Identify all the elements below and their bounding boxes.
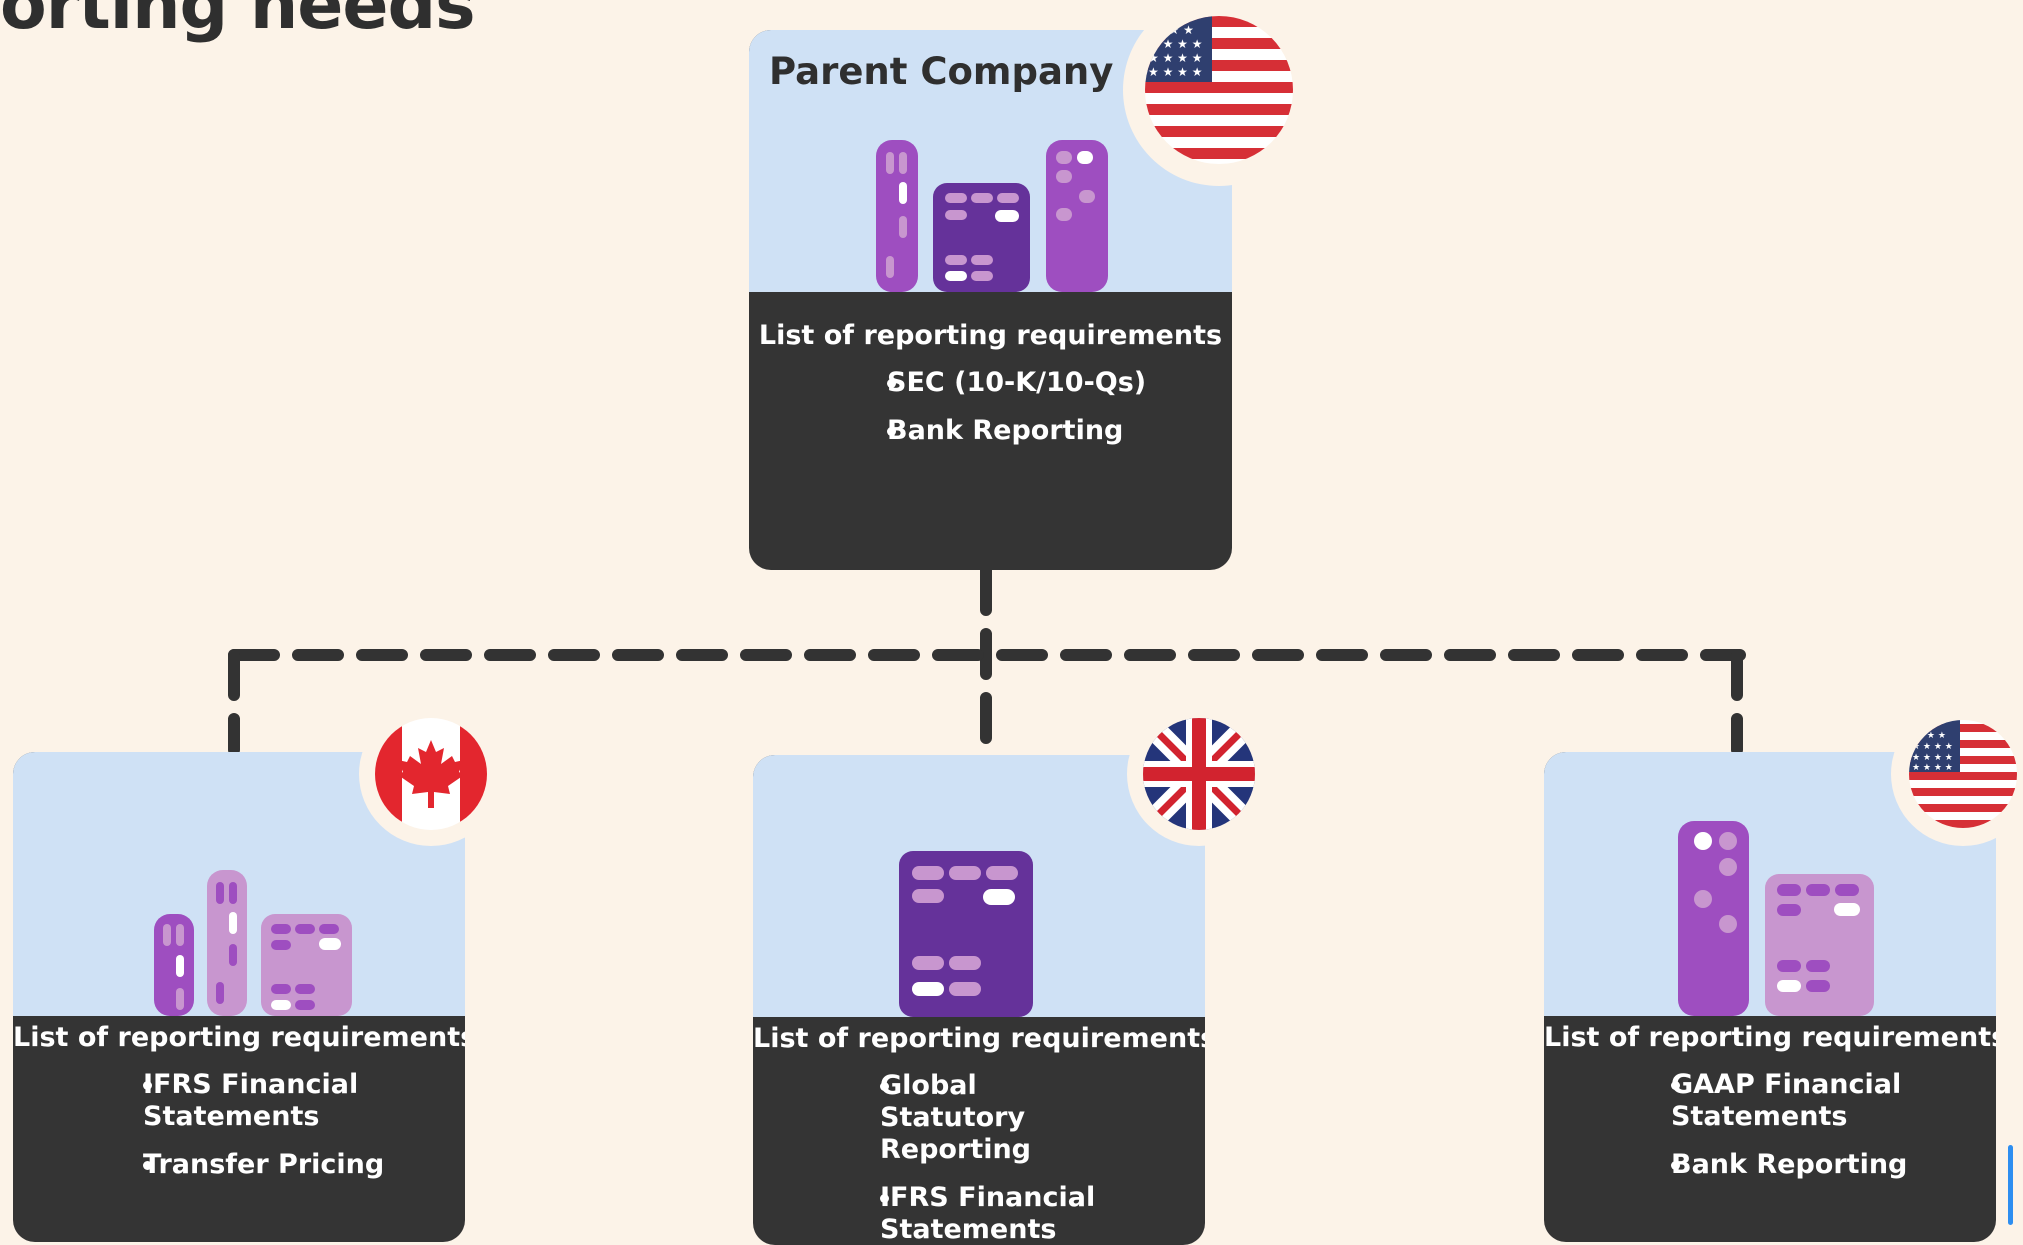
subsidiary-card-uk: List of reporting requirements Global St… — [753, 755, 1205, 1245]
scrollbar-thumb[interactable] — [2008, 1145, 2013, 1225]
svg-text:★ ★ ★ ★: ★ ★ ★ ★ — [1912, 742, 1953, 752]
svg-text:★ ★ ★ ★: ★ ★ ★ ★ — [1148, 65, 1202, 79]
requirements-title: List of reporting requirements — [13, 1022, 465, 1053]
requirements-list: SEC (10-K/10-Qs) Bank Reporting — [749, 367, 1232, 447]
svg-text:★ ★ ★ ★: ★ ★ ★ ★ — [1912, 753, 1953, 763]
requirements-title: List of reporting requirements — [1544, 1022, 1996, 1053]
subsidiary-card-canada: List of reporting requirements IFRS Fina… — [13, 752, 465, 1242]
parent-requirements: List of reporting requirements SEC (10-K… — [749, 292, 1232, 447]
subsidiary-requirements: List of reporting requirements IFRS Fina… — [13, 1016, 465, 1181]
requirements-title: List of reporting requirements — [758, 320, 1223, 351]
requirements-list: GAAP Financial Statements Bank Reporting — [1544, 1069, 1921, 1181]
requirement-item: IFRS Financial Statements — [834, 1182, 1110, 1245]
buildings-icon — [1678, 821, 1874, 1016]
building-icon — [899, 851, 1033, 1017]
requirements-list: IFRS Financial Statements Transfer Prici… — [13, 1069, 393, 1181]
page-title: orting needs — [0, 0, 476, 45]
canada-flag-icon — [359, 704, 503, 846]
requirement-item: SEC (10-K/10-Qs) — [841, 367, 1232, 399]
subsidiary-requirements: List of reporting requirements GAAP Fina… — [1544, 1016, 1996, 1181]
us-flag-icon-small: ★ ★ ★ ★ ★ ★ ★ ★ ★ ★ ★ ★ ★ ★ ★ — [1891, 704, 2023, 846]
requirement-item: IFRS Financial Statements — [97, 1069, 393, 1133]
svg-text:★ ★ ★ ★: ★ ★ ★ ★ — [1148, 51, 1202, 65]
svg-text:★ ★ ★ ★: ★ ★ ★ ★ — [1912, 763, 1953, 773]
requirements-list: Global Statutory Reporting IFRS Financia… — [753, 1070, 1110, 1245]
buildings-icon — [154, 870, 352, 1016]
subsidiary-card-illustration — [753, 755, 1205, 1017]
requirement-item: Transfer Pricing — [97, 1149, 393, 1181]
requirement-item: Bank Reporting — [1625, 1149, 1921, 1181]
us-flag-icon: ★ ★ ★ ★ ★ ★ ★ ★ ★ ★ ★ ★ ★ ★ ★ — [1123, 0, 1315, 186]
svg-text:★ ★ ★: ★ ★ ★ — [1916, 731, 1946, 741]
buildings-icon — [876, 140, 1108, 292]
requirements-title: List of reporting requirements — [753, 1023, 1205, 1054]
requirement-item: Global Statutory Reporting — [834, 1070, 1110, 1166]
requirement-item: Bank Reporting — [841, 415, 1232, 447]
parent-company-name: Parent Company — [769, 50, 1114, 93]
uk-flag-icon — [1127, 704, 1271, 846]
requirement-item: GAAP Financial Statements — [1625, 1069, 1921, 1133]
subsidiary-requirements: List of reporting requirements Global St… — [753, 1017, 1205, 1245]
